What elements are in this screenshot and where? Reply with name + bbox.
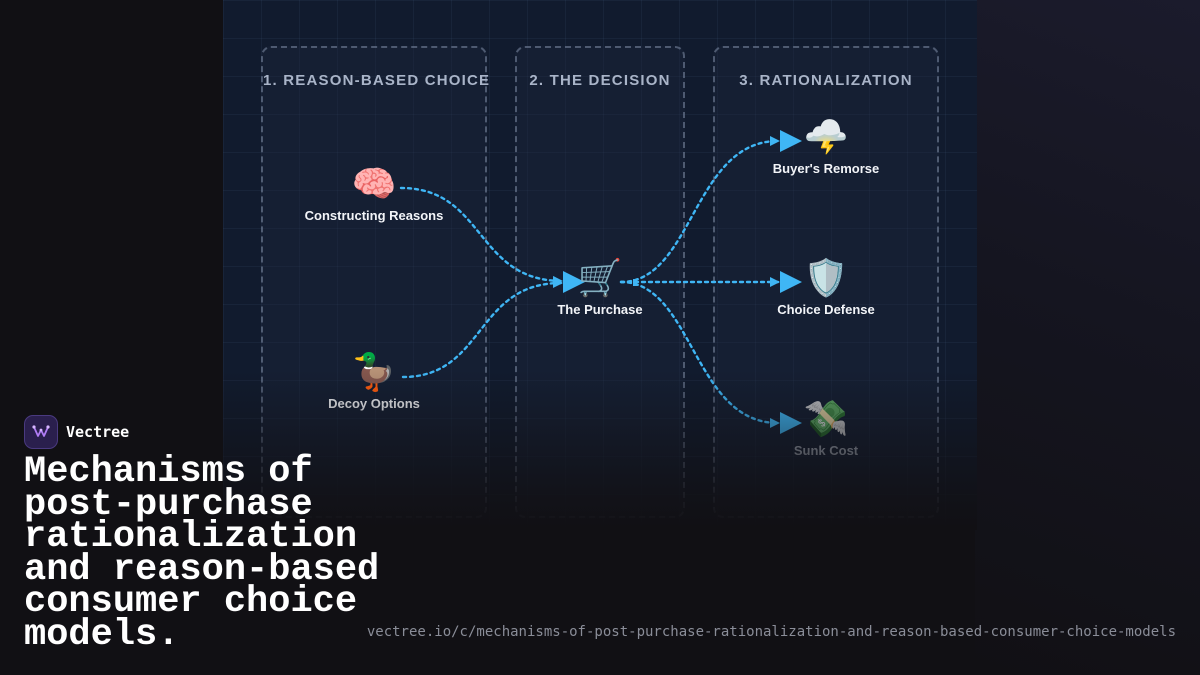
diagram-canvas: 1. REASON-BASED CHOICE 2. THE DECISION 3… xyxy=(223,0,977,530)
brand: Vectree xyxy=(24,415,129,449)
brand-name: Vectree xyxy=(66,423,130,441)
node-constructing-reasons: 🧠 Constructing Reasons xyxy=(305,164,444,223)
background-gradient xyxy=(975,0,1200,675)
node-choice-defense: 🛡️ Choice Defense xyxy=(777,258,875,317)
storm-cloud-icon: 🌩️ xyxy=(803,117,849,158)
arrowhead xyxy=(780,130,802,152)
node-label: Constructing Reasons xyxy=(304,208,444,223)
node-label: Buyer's Remorse xyxy=(772,161,880,176)
node-the-purchase: 🛒 The Purchase xyxy=(557,258,642,317)
node-label: Sunk Cost xyxy=(793,443,859,458)
node-decoy-options: 🦆 Decoy Options xyxy=(328,352,420,411)
edge-purchase-to-remorse xyxy=(619,136,780,284)
node-buyers-remorse: 🌩️ Buyer's Remorse xyxy=(773,117,879,176)
edge-reasons-to-purchase xyxy=(399,186,563,286)
column-title: 2. THE DECISION xyxy=(529,72,671,89)
brain-icon: 🧠 xyxy=(351,164,397,205)
edge-dot xyxy=(633,279,637,286)
edge-purchase-to-sunk-cost xyxy=(619,280,780,428)
node-label: The Purchase xyxy=(557,302,643,317)
arrowhead xyxy=(563,271,585,293)
node-label: Decoy Options xyxy=(328,396,420,411)
headline: Mechanisms of post-purchase rationalizat… xyxy=(24,451,380,656)
edge-decoy-to-purchase xyxy=(401,278,563,379)
arrowhead xyxy=(780,271,802,293)
duck-icon: 🦆 xyxy=(351,352,397,393)
column-title: 1. REASON-BASED CHOICE xyxy=(263,72,491,89)
shield-icon: 🛡️ xyxy=(803,258,849,299)
node-label: Choice Defense xyxy=(777,302,875,317)
column-title: 3. RATIONALIZATION xyxy=(739,72,913,89)
shopping-cart-icon: 🛒 xyxy=(577,258,623,299)
node-sunk-cost: 💸 Sunk Cost xyxy=(794,399,858,458)
vectree-logo-icon xyxy=(24,415,58,449)
money-wings-icon: 💸 xyxy=(803,399,849,440)
source-url: vectree.io/c/mechanisms-of-post-purchase… xyxy=(366,624,1176,640)
